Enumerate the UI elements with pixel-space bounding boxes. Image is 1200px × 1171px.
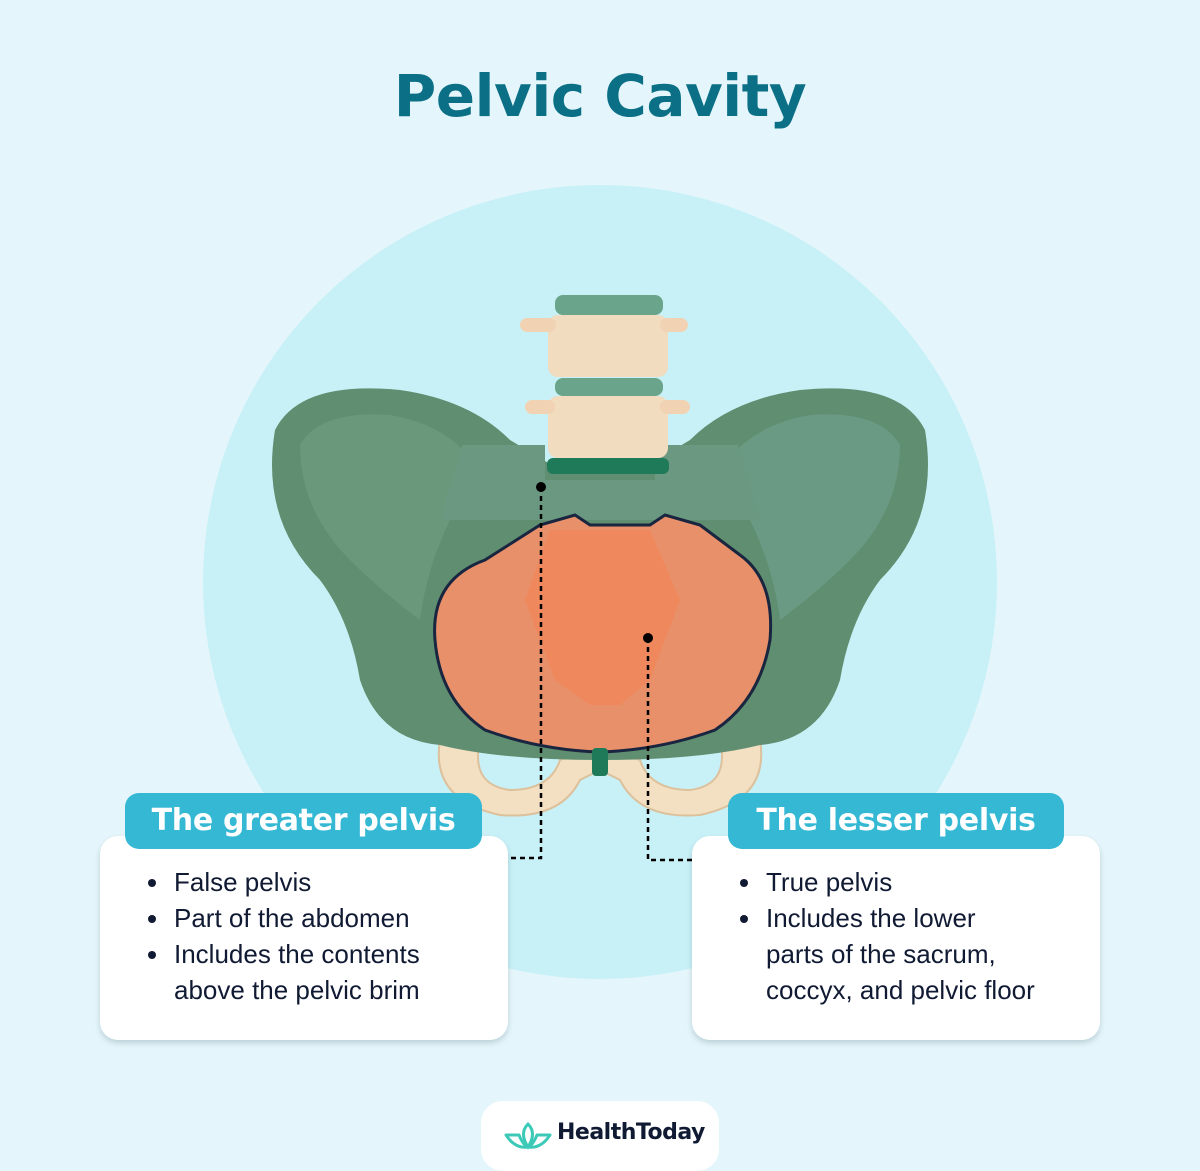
lesser-pelvis-card: True pelvis Includes the lower parts of … [692, 836, 1100, 1040]
lumbar-spine [520, 295, 690, 474]
list-item: True pelvis [740, 864, 1035, 900]
pelvic-cavity [433, 513, 773, 776]
brand-logo: HealthToday [481, 1101, 719, 1171]
greater-pelvis-list: False pelvis Part of the abdomen Include… [148, 864, 420, 1008]
lotus-icon [504, 1121, 552, 1150]
pubic-arch [437, 739, 763, 817]
list-item: Includes the lower [740, 900, 1035, 936]
brand-name: HealthToday [557, 1120, 705, 1145]
list-item-continuation: coccyx, and pelvic floor [766, 975, 1035, 1005]
greater-pelvis-marker [536, 482, 546, 492]
list-item: False pelvis [148, 864, 420, 900]
leader-lines [510, 487, 692, 862]
lesser-pelvis-header: The lesser pelvis [728, 793, 1064, 849]
lesser-pelvis-marker [643, 633, 653, 643]
greater-pelvis-header: The greater pelvis [125, 793, 482, 849]
list-item: Includes the contents [148, 936, 420, 972]
greater-pelvis-card: False pelvis Part of the abdomen Include… [100, 836, 508, 1040]
page-title: Pelvic Cavity [393, 62, 807, 130]
list-item-continuation: above the pelvic brim [174, 975, 420, 1005]
lesser-pelvis-list: True pelvis Includes the lower parts of … [740, 864, 1035, 1008]
list-item: Part of the abdomen [148, 900, 420, 936]
list-item-continuation: parts of the sacrum, [766, 939, 996, 969]
